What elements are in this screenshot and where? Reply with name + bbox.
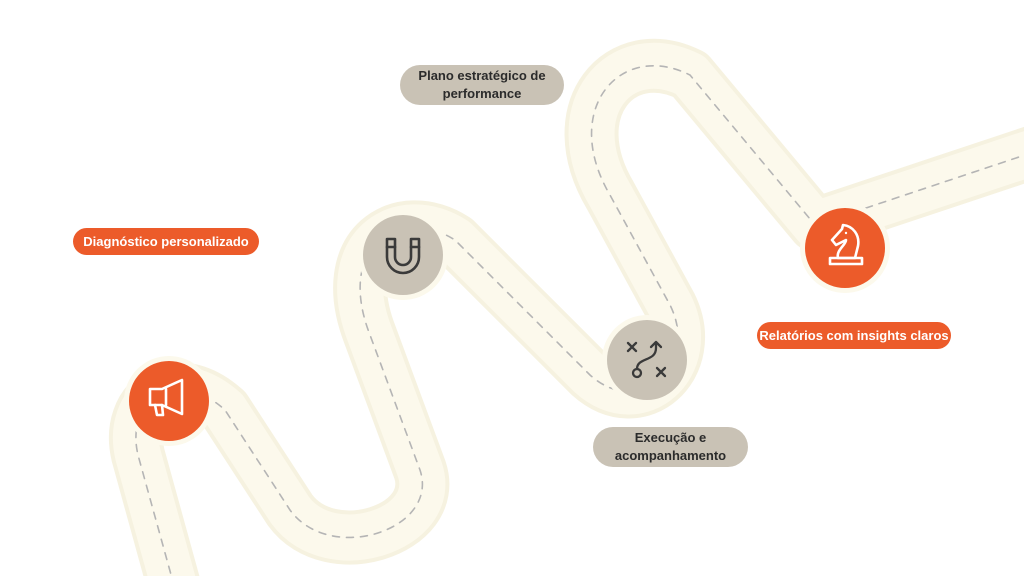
step-4-label: Relatórios com insights claros [757,322,951,349]
step-3-label: Execução e acompanhamento [593,427,748,467]
step-4-node [800,203,890,293]
step-1-node [124,356,214,446]
step-2-label: Plano estratégico de performance [400,65,564,105]
road [136,66,1024,576]
step-2-node [358,210,448,300]
magnet-icon [385,237,421,275]
megaphone-icon [148,378,184,417]
step-3-node [602,315,692,405]
step-1-label: Diagnóstico personalizado [73,228,259,255]
strategy-route-icon [626,340,667,379]
chess-knight-icon [828,223,864,266]
